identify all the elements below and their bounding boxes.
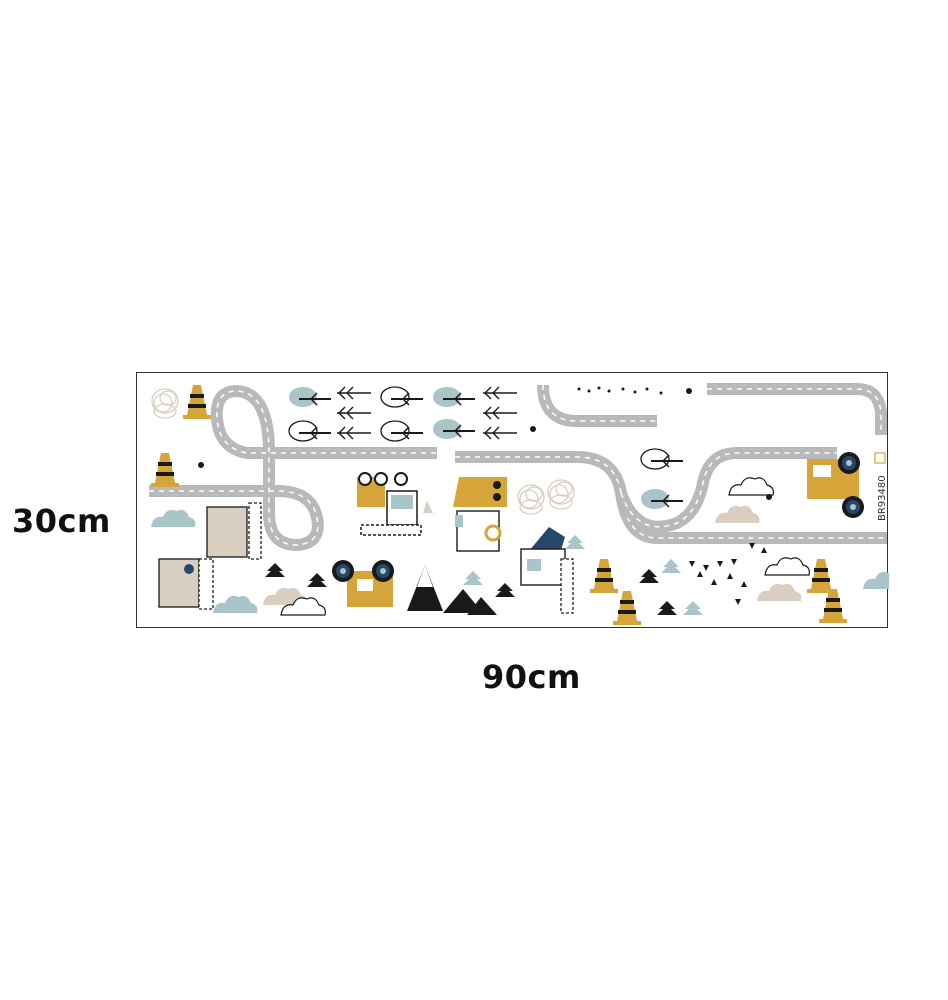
- roller-icon: [332, 560, 394, 607]
- cloud-icon: [715, 505, 760, 523]
- arrow-tree-icon: [482, 426, 518, 440]
- tree-icon: [640, 488, 684, 510]
- cloud-icon: [213, 595, 258, 613]
- traffic-cone-icon: [819, 589, 847, 623]
- sticker-sheet: BR93480: [136, 372, 889, 628]
- product-code: BR93480: [877, 475, 888, 521]
- yarn-tangle-icon: [151, 388, 179, 419]
- traffic-cone-icon: [151, 453, 179, 487]
- tree-icon: [432, 386, 476, 408]
- traffic-cone-icon: [613, 591, 641, 625]
- tree-icon: [640, 448, 684, 470]
- arrow-tree-icon: [482, 406, 518, 420]
- yarn-tangle-icon: [517, 484, 545, 515]
- roads: [149, 383, 887, 552]
- height-dimension-label: 30cm: [12, 502, 111, 540]
- tree-icon: [288, 386, 332, 408]
- tree-icon: [432, 418, 476, 440]
- dump-truck-icon: [807, 452, 864, 518]
- traffic-cone-icon: [183, 385, 211, 419]
- tiny-decor-icons: [577, 386, 663, 395]
- tree-icon: [380, 386, 424, 408]
- dump-truck-icon: [453, 477, 507, 552]
- tree-icon: [288, 420, 332, 442]
- triangle-confetti-icon: [689, 543, 767, 605]
- excavator-icon: [520, 527, 574, 614]
- width-dimension-label: 90cm: [482, 658, 581, 696]
- yarn-tangle-icon: [547, 479, 575, 510]
- cloud-icon: [151, 509, 196, 527]
- pin-icons: [198, 388, 772, 500]
- traffic-cone-icon: [807, 559, 835, 593]
- crane-truck-icon: [357, 472, 433, 536]
- cloud-icon: [728, 477, 775, 496]
- mountain-icon: [407, 565, 497, 615]
- arrow-tree-icon: [336, 406, 372, 420]
- arrow-tree-icon: [482, 386, 518, 400]
- traffic-cone-icon: [590, 559, 618, 593]
- logo-icon: [874, 452, 886, 464]
- arrow-tree-icon: [336, 386, 372, 400]
- arrow-tree-icon: [336, 426, 372, 440]
- sticker-artwork: BR93480: [149, 383, 889, 625]
- cloud-icon: [863, 571, 889, 589]
- cloud-icon: [764, 557, 811, 576]
- tree-icon: [380, 420, 424, 442]
- cloud-icon: [757, 583, 802, 601]
- bulldozer-icon: [158, 502, 262, 610]
